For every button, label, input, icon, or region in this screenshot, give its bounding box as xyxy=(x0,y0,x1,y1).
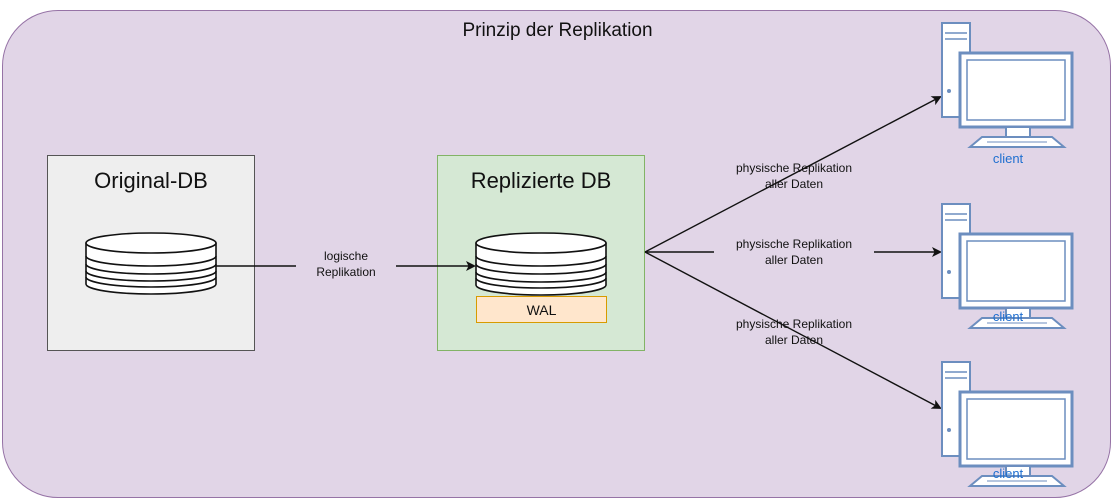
desktop-computer-icon xyxy=(941,22,1074,148)
client-label: client xyxy=(992,151,1024,166)
wal-label: WAL xyxy=(476,296,607,323)
client-label: client xyxy=(992,466,1024,481)
replica-db-label: Replizierte DB xyxy=(470,168,612,193)
desktop-computer-icon xyxy=(941,361,1074,487)
desktop-computer-icon xyxy=(941,203,1074,329)
original-db-label: Original-DB xyxy=(94,168,208,193)
physical-replication-label: physische Replikation aller Daten xyxy=(714,236,874,268)
database-icon xyxy=(475,232,607,296)
physical-replication-arrow xyxy=(644,251,942,409)
physical-replication-label: physische Replikation aller Daten xyxy=(735,161,853,191)
physical-replication-arrow xyxy=(644,96,942,253)
original-db-box: Original-DB xyxy=(47,155,255,351)
database-icon xyxy=(85,232,217,295)
diagram-title: Prinzip der Replikation xyxy=(462,20,653,41)
client-label: client xyxy=(992,309,1024,324)
physical-replication-label: physische Replikation aller Daten xyxy=(735,317,853,347)
logical-replication-label: logische Replikation xyxy=(296,248,396,280)
